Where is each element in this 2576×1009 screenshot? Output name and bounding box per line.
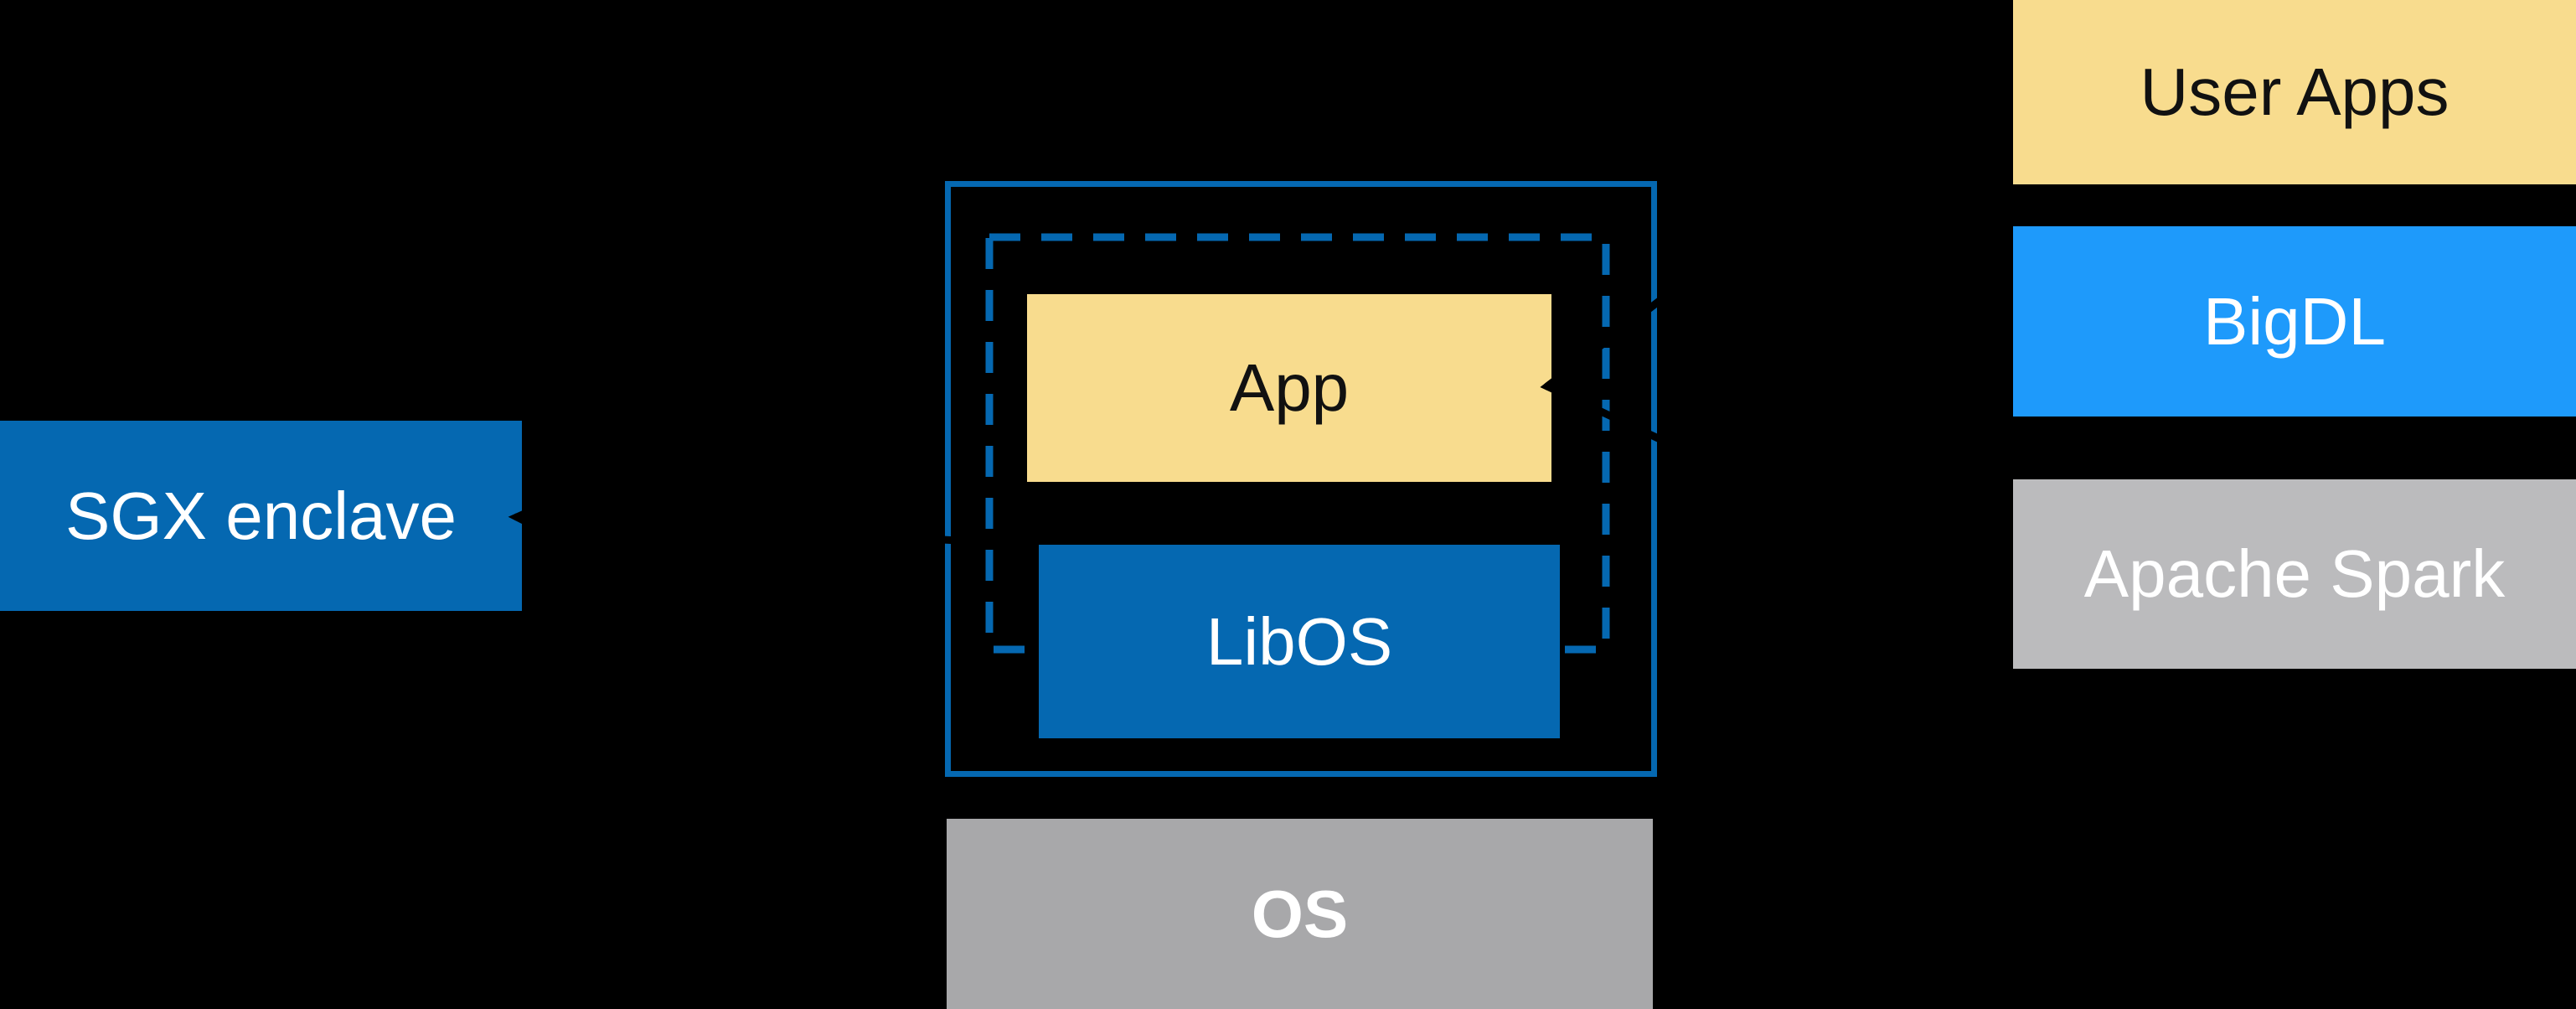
user-apps-box: User Apps xyxy=(2013,0,2576,184)
libos-box: LibOS xyxy=(1039,545,1560,738)
libos-label: LibOS xyxy=(1205,603,1393,679)
sgx-enclave-label: SGX enclave xyxy=(65,478,457,553)
connector-arrow-sgx-head xyxy=(508,484,585,551)
bigdl-label: BigDL xyxy=(2203,283,2386,359)
bigdl-box: BigDL xyxy=(2013,226,2576,417)
sgx-enclave-label-box: SGX enclave xyxy=(0,421,522,611)
app-box: App xyxy=(1027,294,1551,482)
user-apps-label: User Apps xyxy=(2140,54,2450,129)
connector-arrow-sgx-shaft xyxy=(513,513,994,546)
app-label: App xyxy=(1229,350,1350,425)
enclave-outer-box xyxy=(945,181,1657,777)
os-label: OS xyxy=(1251,876,1349,951)
os-box: OS xyxy=(947,819,1653,1009)
apache-spark-label: Apache Spark xyxy=(2083,536,2506,611)
apache-spark-box: Apache Spark xyxy=(2013,479,2576,669)
